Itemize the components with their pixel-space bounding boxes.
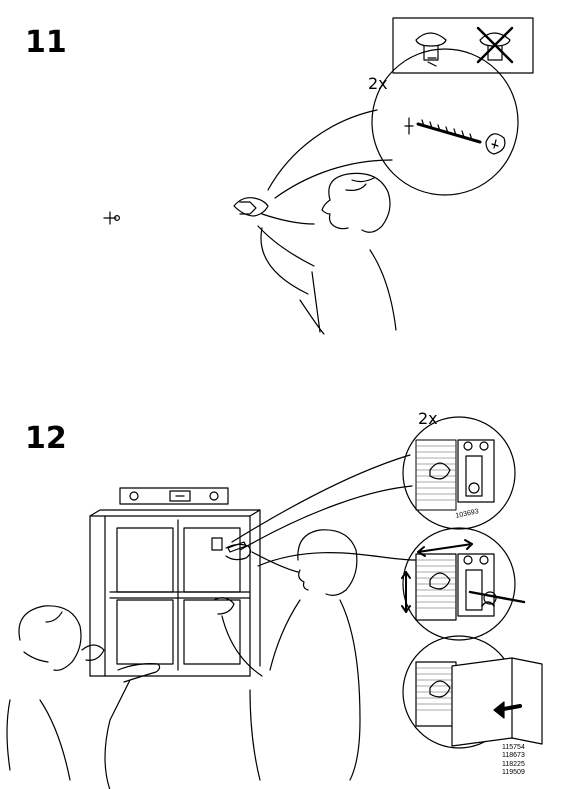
quantity-label: 2x — [418, 409, 438, 428]
detail-leader — [232, 455, 410, 542]
shelf-cabinet — [90, 510, 260, 676]
article-number: 118225 — [502, 760, 525, 768]
fastener-choice-box — [393, 18, 533, 73]
step-number: 11 — [25, 25, 67, 60]
person-installing-screw — [234, 173, 396, 334]
correct-screw-icon — [416, 33, 446, 66]
article-number-list: 115754 118673 118225 119509 — [502, 744, 525, 777]
step-12-illustration — [7, 417, 542, 789]
step-11-illustration — [104, 18, 533, 334]
bracket-detail-1 — [403, 417, 515, 529]
bracket-detail-2 — [402, 528, 524, 640]
screw-detail-callout — [268, 49, 518, 198]
wall-screw-mark — [104, 212, 119, 224]
person-fastening-cabinet-right — [214, 530, 360, 780]
step-number: 12 — [25, 421, 67, 456]
spirit-level — [120, 488, 228, 504]
article-number: 119509 — [502, 768, 525, 776]
bracket-detail-3 — [403, 636, 542, 748]
article-number: 118673 — [502, 752, 525, 760]
person-holding-cabinet-left — [7, 606, 160, 789]
quantity-label: 2x — [368, 74, 388, 93]
article-number: 115754 — [502, 744, 525, 751]
wrong-screw-icon — [478, 28, 512, 62]
